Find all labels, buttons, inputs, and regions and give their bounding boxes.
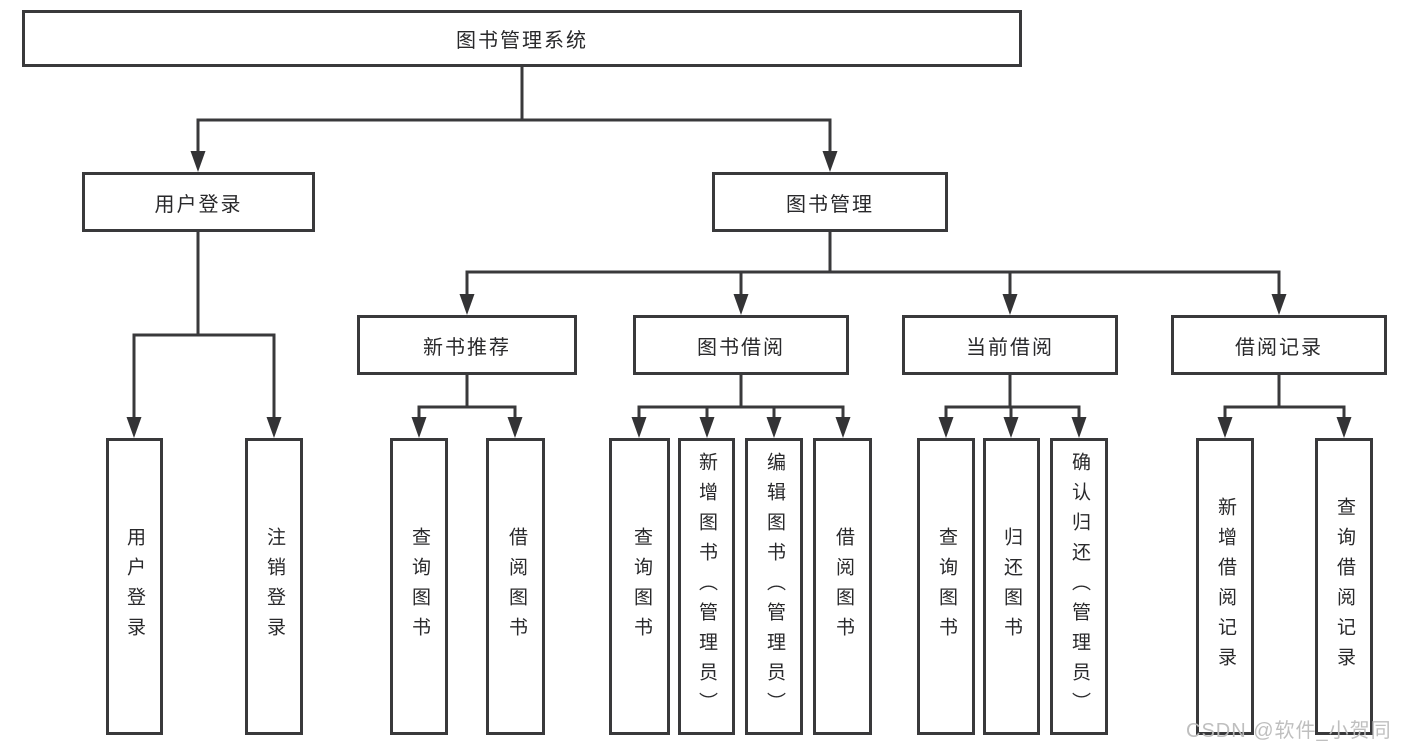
arrowhead bbox=[126, 417, 142, 438]
arrowhead bbox=[822, 151, 838, 172]
node-current-borrow: 当前借阅 bbox=[902, 315, 1118, 375]
node-new-books: 新书推荐 bbox=[357, 315, 577, 375]
leaf-add-books-admin: 新增图书（管理员） bbox=[678, 438, 735, 735]
arrowhead bbox=[1003, 417, 1019, 438]
node-borrow-records: 借阅记录 bbox=[1171, 315, 1387, 375]
connector-current-borrow bbox=[938, 375, 1087, 438]
leaf-borrow-books-2: 借阅图书 bbox=[813, 438, 872, 735]
arrowhead bbox=[411, 417, 427, 438]
arrowhead bbox=[266, 417, 282, 438]
leaf-confirm-return-admin: 确认归还（管理员） bbox=[1050, 438, 1108, 735]
arrowhead bbox=[631, 417, 647, 438]
node-book-management: 图书管理 bbox=[712, 172, 948, 232]
leaf-borrow-books-1: 借阅图书 bbox=[486, 438, 545, 735]
arrowhead bbox=[1002, 294, 1018, 315]
connector-new-books bbox=[411, 375, 523, 438]
csdn-watermark: CSDN @软件_小贺同学 bbox=[1186, 720, 1392, 742]
connector-book-borrow bbox=[631, 375, 851, 438]
leaf-search-books-2: 查询图书 bbox=[609, 438, 670, 735]
arrowhead bbox=[459, 294, 475, 315]
connector-user-login bbox=[126, 232, 282, 438]
connector-book-management bbox=[459, 232, 1287, 315]
node-root: 图书管理系统 bbox=[22, 10, 1022, 67]
leaf-add-borrow-record: 新增借阅记录 bbox=[1196, 438, 1254, 735]
leaf-search-books-1: 查询图书 bbox=[390, 438, 448, 735]
leaf-search-borrow-record: 查询借阅记录 bbox=[1315, 438, 1373, 735]
leaf-search-books-3: 查询图书 bbox=[917, 438, 975, 735]
node-user-login: 用户登录 bbox=[82, 172, 315, 232]
connector-root bbox=[190, 66, 838, 172]
arrowhead bbox=[507, 417, 523, 438]
arrowhead bbox=[766, 417, 782, 438]
leaf-edit-books-admin: 编辑图书（管理员） bbox=[745, 438, 803, 735]
arrowhead bbox=[835, 417, 851, 438]
node-book-borrow: 图书借阅 bbox=[633, 315, 849, 375]
arrowhead bbox=[1336, 417, 1352, 438]
leaf-return-books: 归还图书 bbox=[983, 438, 1040, 735]
arrowhead bbox=[699, 417, 715, 438]
leaf-user-login: 用户登录 bbox=[106, 438, 163, 735]
leaf-logout: 注销登录 bbox=[245, 438, 303, 735]
arrowhead bbox=[1271, 294, 1287, 315]
arrowhead bbox=[733, 294, 749, 315]
arrowhead bbox=[1217, 417, 1233, 438]
connector-borrow-records bbox=[1217, 375, 1352, 438]
arrowhead bbox=[938, 417, 954, 438]
arrowhead bbox=[190, 151, 206, 172]
arrowhead bbox=[1071, 417, 1087, 438]
